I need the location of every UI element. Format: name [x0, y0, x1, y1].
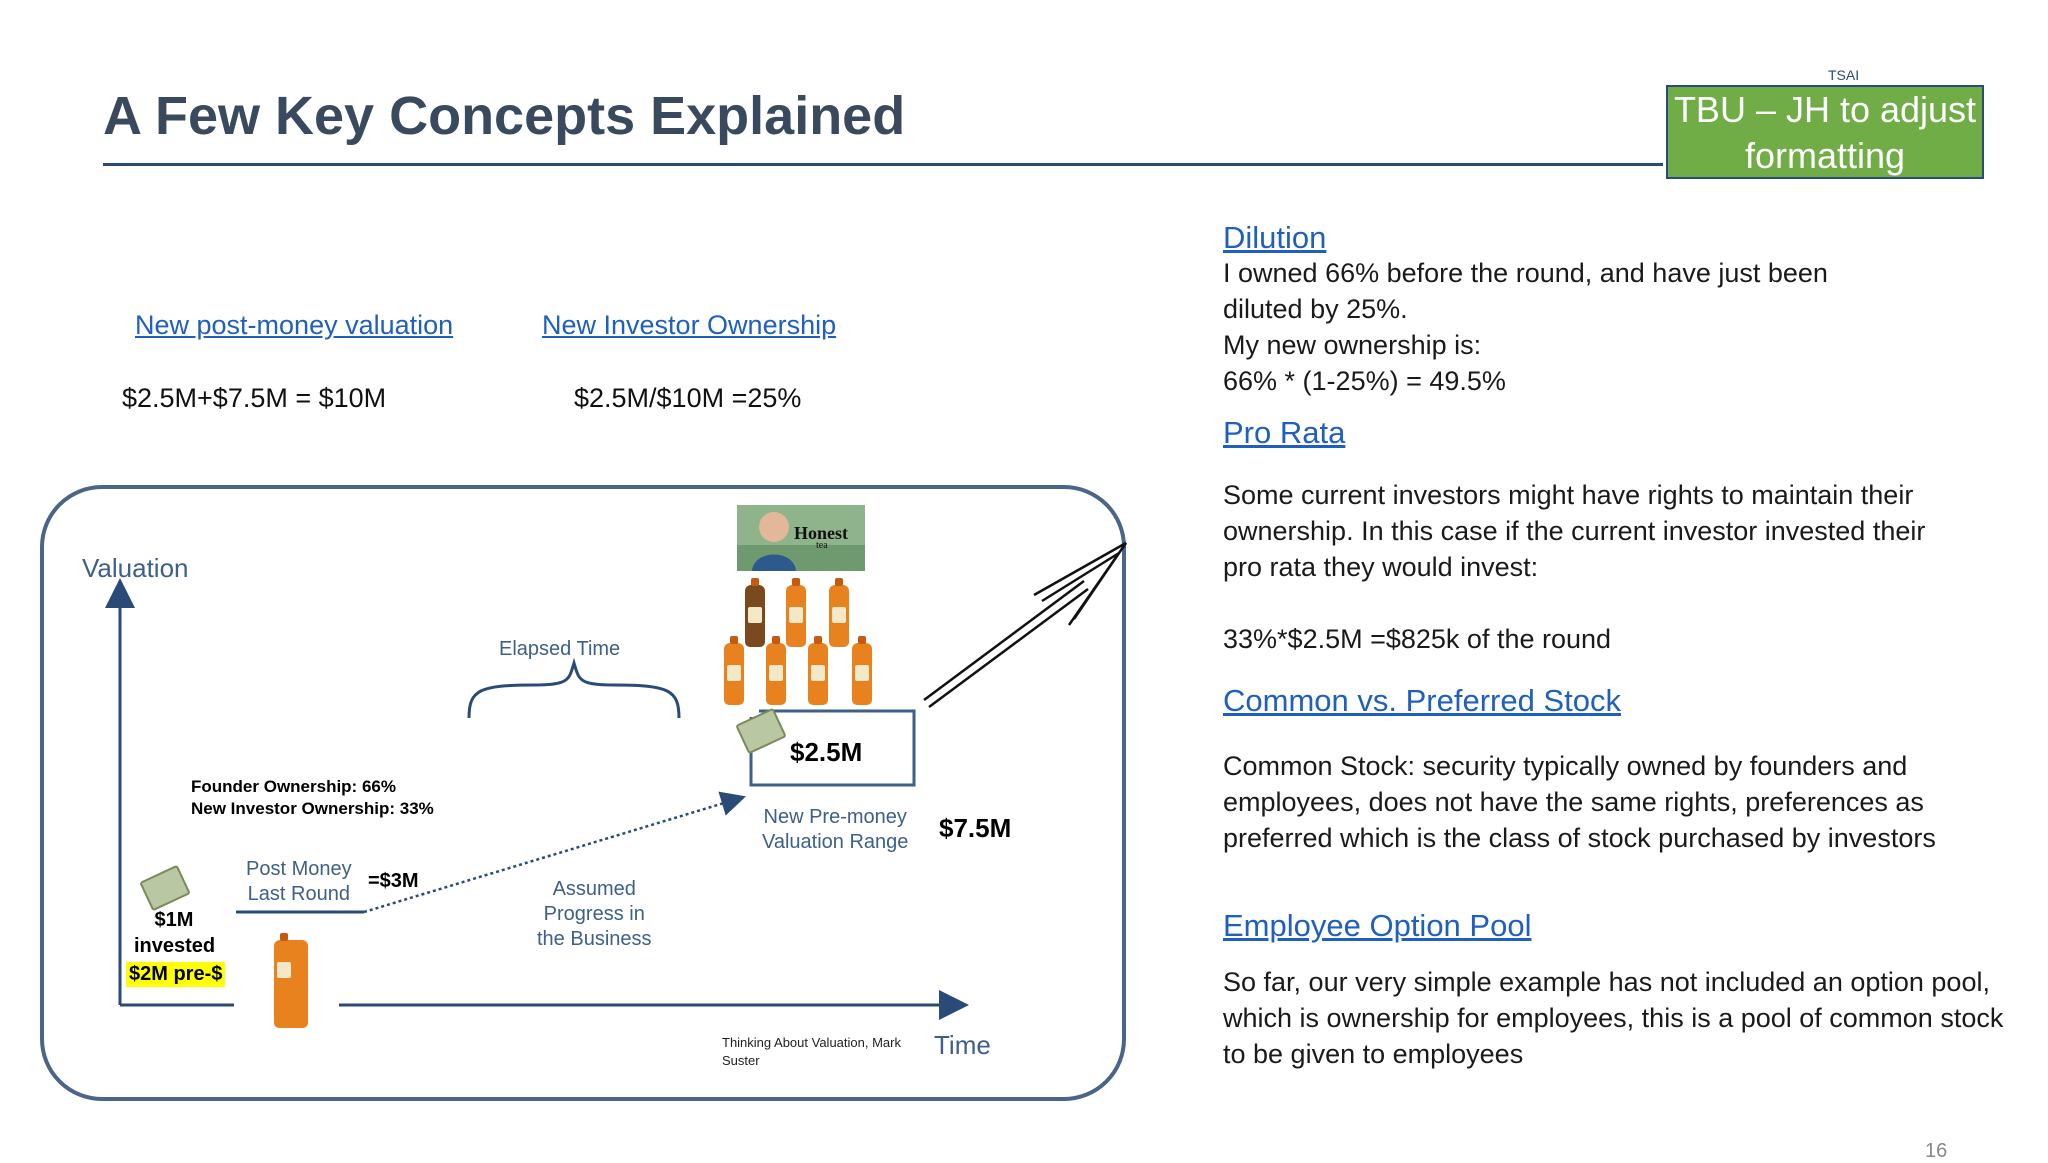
bottle-icon [724, 636, 744, 705]
stock-text: Common Stock: security typically owned b… [1223, 748, 1936, 856]
brand-logo: Honest [794, 523, 848, 543]
bottle-icon [852, 636, 872, 705]
formatting-note-line1: TBU – JH to adjust [1673, 89, 1977, 130]
source-credit: Thinking About Valuation, Mark Suster [722, 1034, 901, 1070]
pre-money-range-label: New Pre-money Valuation Range [762, 805, 908, 855]
pro-rata-line: pro rata they would invest: [1223, 552, 1539, 582]
pro-rata-line: Some current investors might have rights… [1223, 480, 1914, 510]
pro-rata-link[interactable]: Pro Rata [1223, 415, 1346, 450]
formatting-note-line2: formatting [1744, 135, 1906, 176]
formatting-note[interactable]: TBU – JH to adjust formatting [1666, 85, 1984, 179]
post-money-value-3m: =$3M [368, 870, 419, 892]
progress-dotted-line [363, 791, 746, 914]
pro-rata-line: ownership. In this case if the current i… [1223, 516, 1926, 546]
dilution-link[interactable]: Dilution [1223, 220, 1327, 255]
elapsed-brace [467, 657, 681, 719]
investor-ownership-link[interactable]: New Investor Ownership [542, 310, 837, 340]
comment-author-tag: TSAI [1828, 67, 1860, 83]
stock-line: preferred which is the class of stock pu… [1223, 823, 1936, 853]
brand-logo-sub: tea [816, 540, 828, 551]
y-axis-label: Valuation [82, 553, 189, 583]
bottle-icon [808, 636, 828, 705]
pro-rata-calc: 33%*$2.5M =$825k of the round [1223, 624, 1612, 654]
range-line1: New Pre-money [763, 806, 907, 828]
bottle-icon [274, 933, 308, 1028]
pool-line: So far, our very simple example has not … [1223, 967, 1990, 997]
invested-label: $1M invested [134, 907, 216, 959]
option-pool-link[interactable]: Employee Option Pool [1223, 908, 1532, 943]
stock-line: Common Stock: security typically owned b… [1223, 751, 1908, 781]
diagram-graphics [40, 485, 1128, 1101]
credit-line1: Thinking About Valuation, Mark [722, 1035, 901, 1050]
bottle-icon [745, 578, 765, 647]
dilution-line: My new ownership is: [1223, 330, 1482, 360]
invested-line2: invested [134, 935, 216, 957]
pool-line: to be given to employees [1223, 1039, 1524, 1069]
pre-money-highlight: $2M pre-$ [126, 962, 226, 987]
post-money-link[interactable]: New post-money valuation [135, 310, 454, 340]
assumed-line3: the Business [537, 928, 652, 950]
founder-ownership: Founder Ownership: 66% [191, 777, 396, 796]
credit-line2: Suster [722, 1053, 760, 1068]
elapsed-time-label: Elapsed Time [499, 638, 621, 660]
diagram-frame [40, 485, 1126, 1101]
dilution-line: diluted by 25%. [1223, 294, 1408, 324]
dilution-text: I owned 66% before the round, and have j… [1223, 255, 1828, 399]
round-amount: $2.5M [790, 737, 863, 767]
investor-ownership-value: $2.5M/$10M =25% [574, 383, 802, 413]
assumed-progress-label: Assumed Progress in the Business [537, 877, 652, 952]
invested-line1: $1M [154, 909, 194, 931]
common-preferred-link[interactable]: Common vs. Preferred Stock [1223, 683, 1621, 718]
pool-line: which is ownership for employees, this i… [1223, 1003, 2004, 1033]
pre-money-value: $7.5M [939, 813, 1012, 843]
bottle-icon [786, 578, 806, 647]
option-pool-text: So far, our very simple example has not … [1223, 964, 2003, 1072]
bottle-icon [766, 636, 786, 705]
valuation-diagram: Honest tea Valuation Time Elapsed Time F… [34, 485, 1134, 1105]
assumed-line1: Assumed [552, 878, 636, 900]
assumed-line2: Progress in [543, 903, 645, 925]
title-underline [103, 163, 1663, 166]
pro-rata-text: Some current investors might have rights… [1223, 477, 1925, 585]
post-money-value: $2.5M+$7.5M = $10M [122, 383, 387, 413]
post-money-line1: Post Money [246, 858, 352, 880]
dilution-line: I owned 66% before the round, and have j… [1223, 258, 1828, 288]
sketch-arrow [923, 541, 1128, 709]
post-money-label: Post Money Last Round [246, 857, 352, 907]
post-money-line2: Last Round [247, 883, 350, 905]
slide-title: A Few Key Concepts Explained [103, 86, 906, 146]
dilution-line: 66% * (1-25%) = 49.5% [1223, 366, 1506, 396]
x-axis-label: Time [934, 1030, 991, 1060]
value-box [749, 709, 916, 787]
new-investor-ownership: New Investor Ownership: 33% [191, 799, 434, 818]
stock-line: employees, does not have the same rights… [1223, 787, 1924, 817]
range-line2: Valuation Range [762, 831, 909, 853]
bottle-icon [829, 578, 849, 647]
